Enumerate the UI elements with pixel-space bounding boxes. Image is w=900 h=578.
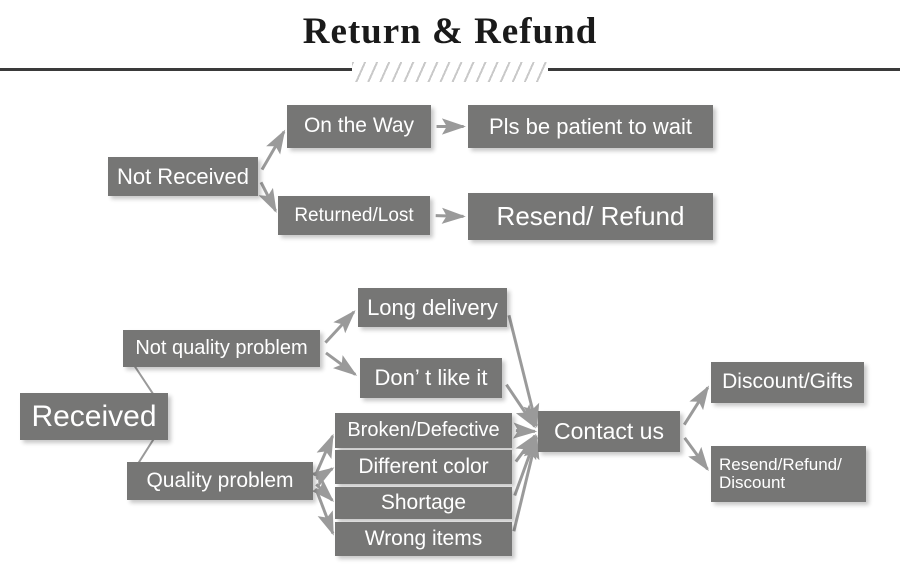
title-divider (0, 62, 900, 82)
flow-edge-quality-to-different_color (309, 467, 335, 488)
page-title: Return & Refund (302, 11, 598, 52)
divider-rule-left (0, 68, 352, 71)
flow-node-long_delivery: Long delivery (358, 288, 507, 327)
flow-node-pls_wait: Pls be patient to wait (468, 105, 713, 148)
flow-edge-quality-to-wrong_items (314, 487, 335, 536)
flow-edge-dont_like-to-contact_us (505, 383, 536, 429)
flow-node-resend_discount: Resend/Refund/ Discount (711, 446, 866, 502)
flow-node-received: Received (20, 393, 168, 440)
flow-edge-not_received-to-returned_lost (258, 181, 277, 213)
flow-edge-wrong_items-to-contact_us (512, 434, 540, 532)
flow-node-not_received: Not Received (108, 157, 258, 196)
flow-node-on_the_way: On the Way (287, 105, 431, 148)
divider-rule-right (548, 68, 900, 71)
flow-node-contact_us: Contact us (538, 411, 680, 452)
flow-edge-contact_us-to-resend_discount (683, 436, 709, 472)
flow-edge-contact_us-to-discount_gifts (683, 385, 710, 426)
flow-edge-broken-to-contact_us (512, 422, 538, 439)
flow-node-broken: Broken/Defective (335, 413, 512, 448)
flow-node-dont_like: Don’ t like it (360, 358, 502, 398)
flow-node-wrong_items: Wrong items (335, 522, 512, 556)
flow-node-not_quality: Not quality problem (123, 330, 320, 367)
flow-edge-not_quality-to-dont_like (325, 351, 358, 376)
flow-edge-quality-to-shortage (311, 479, 335, 503)
flow-edge-returned_lost-to-resend_refund (435, 207, 466, 224)
flow-node-shortage: Shortage (335, 487, 512, 519)
flow-edge-not_received-to-on_the_way (260, 129, 286, 171)
flow-edge-not_quality-to-long_delivery (324, 310, 356, 344)
flow-node-resend_refund: Resend/ Refund (468, 193, 713, 240)
flow-node-returned_lost: Returned/Lost (278, 196, 430, 235)
flow-node-quality: Quality problem (127, 462, 313, 500)
flow-node-discount_gifts: Discount/Gifts (711, 362, 864, 403)
diagonal-hatch-icon (352, 62, 548, 82)
flow-edge-quality-to-broken (314, 433, 334, 475)
flow-node-different_color: Different color (335, 450, 512, 484)
